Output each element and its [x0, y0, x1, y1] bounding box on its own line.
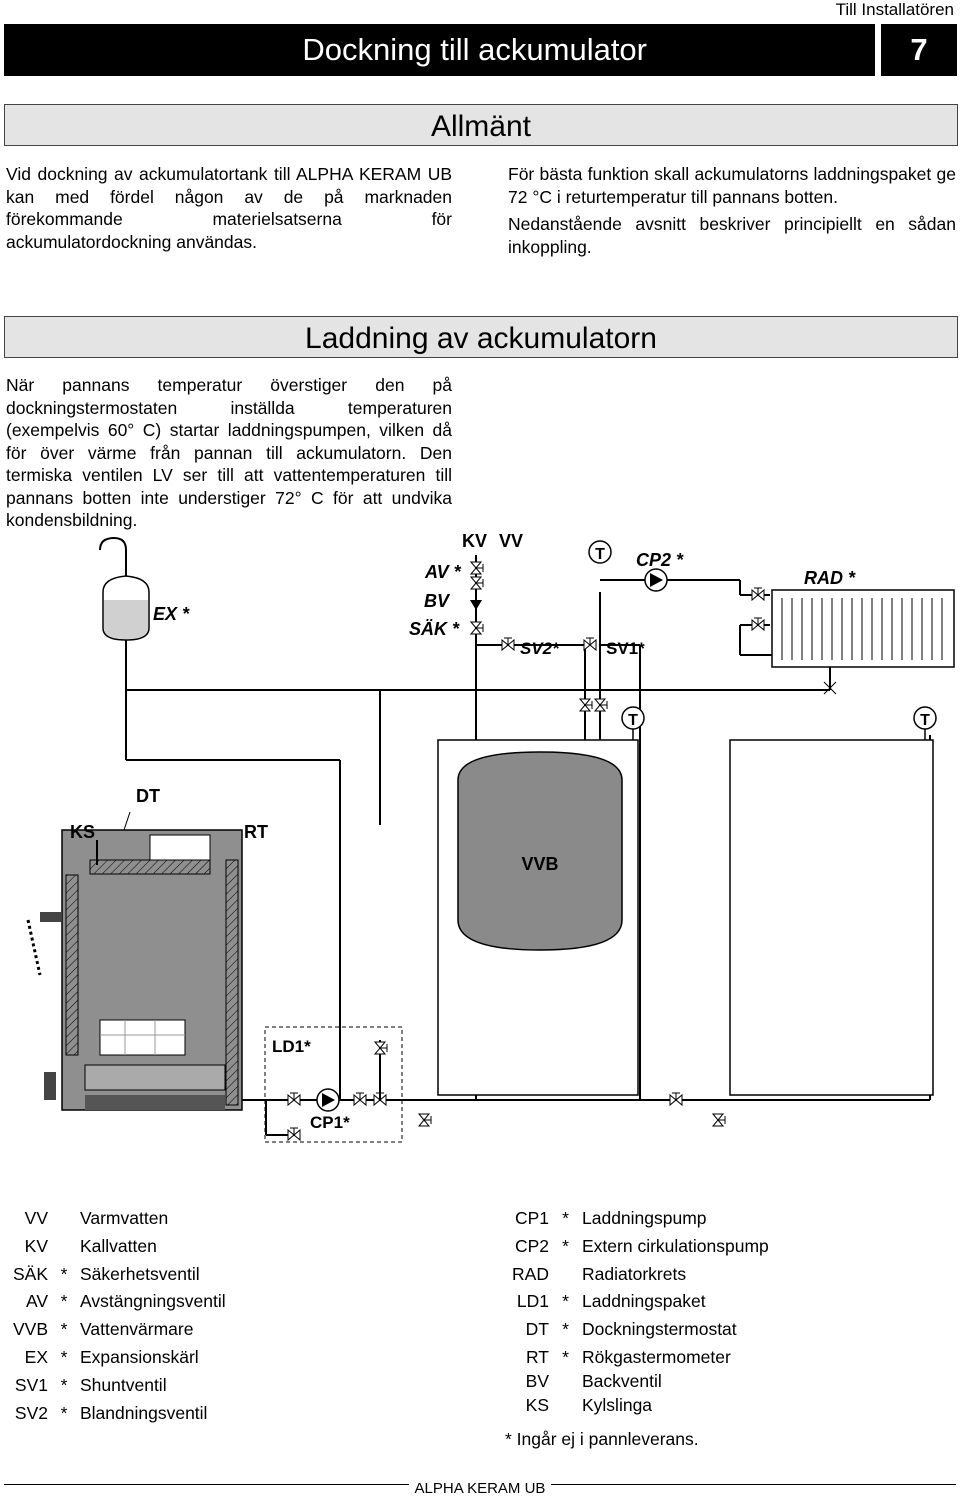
label-cp2: CP2 * [636, 550, 684, 570]
label-ex: EX * [153, 604, 190, 624]
label-av: AV * [424, 562, 462, 582]
system-diagram: EX * [26, 531, 955, 1143]
general-text-right-p1: För bästa funktion skall ackumulatorns l… [508, 164, 956, 207]
general-text-left: Vid dockning av ackumulatortank till ALP… [6, 164, 452, 252]
valves [287, 561, 837, 1141]
legend-row: LD1*Laddningspaket [516, 1291, 706, 1312]
legend-row: RT*Rökgastermometer [525, 1346, 731, 1367]
label-ld1: LD1* [272, 1037, 311, 1056]
footer-product-name: ALPHA KERAM UB [408, 1480, 552, 1497]
general-text-right: För bästa funktion skall ackumulatorns l… [508, 163, 956, 258]
legend-row: SÄK*Säkerhetsventil [12, 1263, 200, 1284]
accumulator-tank [729, 739, 934, 1096]
label-bv: BV [424, 591, 451, 611]
radiator [771, 589, 955, 668]
section-heading-general: Allmänt [4, 104, 958, 146]
general-text-right-p2: Nedanstående avsnitt beskriver principie… [508, 214, 956, 257]
footer: ALPHA KERAM UB [0, 1480, 960, 1497]
label-sv1: SV1* [606, 639, 645, 658]
chapter-number: 7 [881, 24, 957, 76]
label-vvb: VVB [521, 854, 558, 874]
label-ks: KS [70, 822, 95, 842]
legend-row: SV1*Shuntventil [14, 1374, 167, 1395]
page-title: Dockning till ackumulator [4, 24, 875, 76]
label-vv: VV [499, 531, 523, 551]
legend-row: VVB*Vattenvärmare [12, 1319, 194, 1340]
charging-text: När pannans temperatur överstiger den på… [6, 375, 452, 530]
boiler [26, 829, 243, 1111]
label-sak: SÄK * [409, 619, 460, 639]
legend-row: SV2*Blandningsventil [14, 1402, 208, 1423]
water-heater-tank [437, 739, 639, 1096]
label-t2: T [628, 712, 638, 729]
audience-label: Till Installatören [835, 0, 954, 19]
section-heading-charging: Laddning av ackumulatorn [4, 316, 958, 358]
label-rad: RAD * [804, 568, 856, 588]
label-dt: DT [136, 786, 160, 806]
legend-note: * Ingår ej i pannleverans. [505, 1428, 699, 1449]
label-sv2: SV2* [520, 639, 560, 658]
legend-row: EX*Expansionskärl [24, 1346, 199, 1367]
label-kv: KV [462, 531, 487, 551]
pump-cp2-icon [644, 568, 668, 592]
legend-row: CP2*Extern cirkulationspump [514, 1235, 769, 1256]
label-t1: T [595, 546, 605, 563]
pump-cp1-icon [316, 1088, 340, 1112]
label-rt: RT [244, 822, 268, 842]
legend-row: AV*Avstängningsventil [25, 1291, 226, 1312]
dt-pointer [123, 811, 131, 831]
legend-row: DT*Dockningstermostat [525, 1319, 737, 1340]
legend-row: CP1*Laddningspump [514, 1208, 707, 1228]
expansion-vessel [99, 536, 150, 690]
legend-right: CP1*Laddningspump CP2*Extern cirkulation… [505, 1205, 769, 1452]
label-cp1: CP1* [310, 1113, 350, 1132]
label-t3: T [920, 712, 930, 729]
